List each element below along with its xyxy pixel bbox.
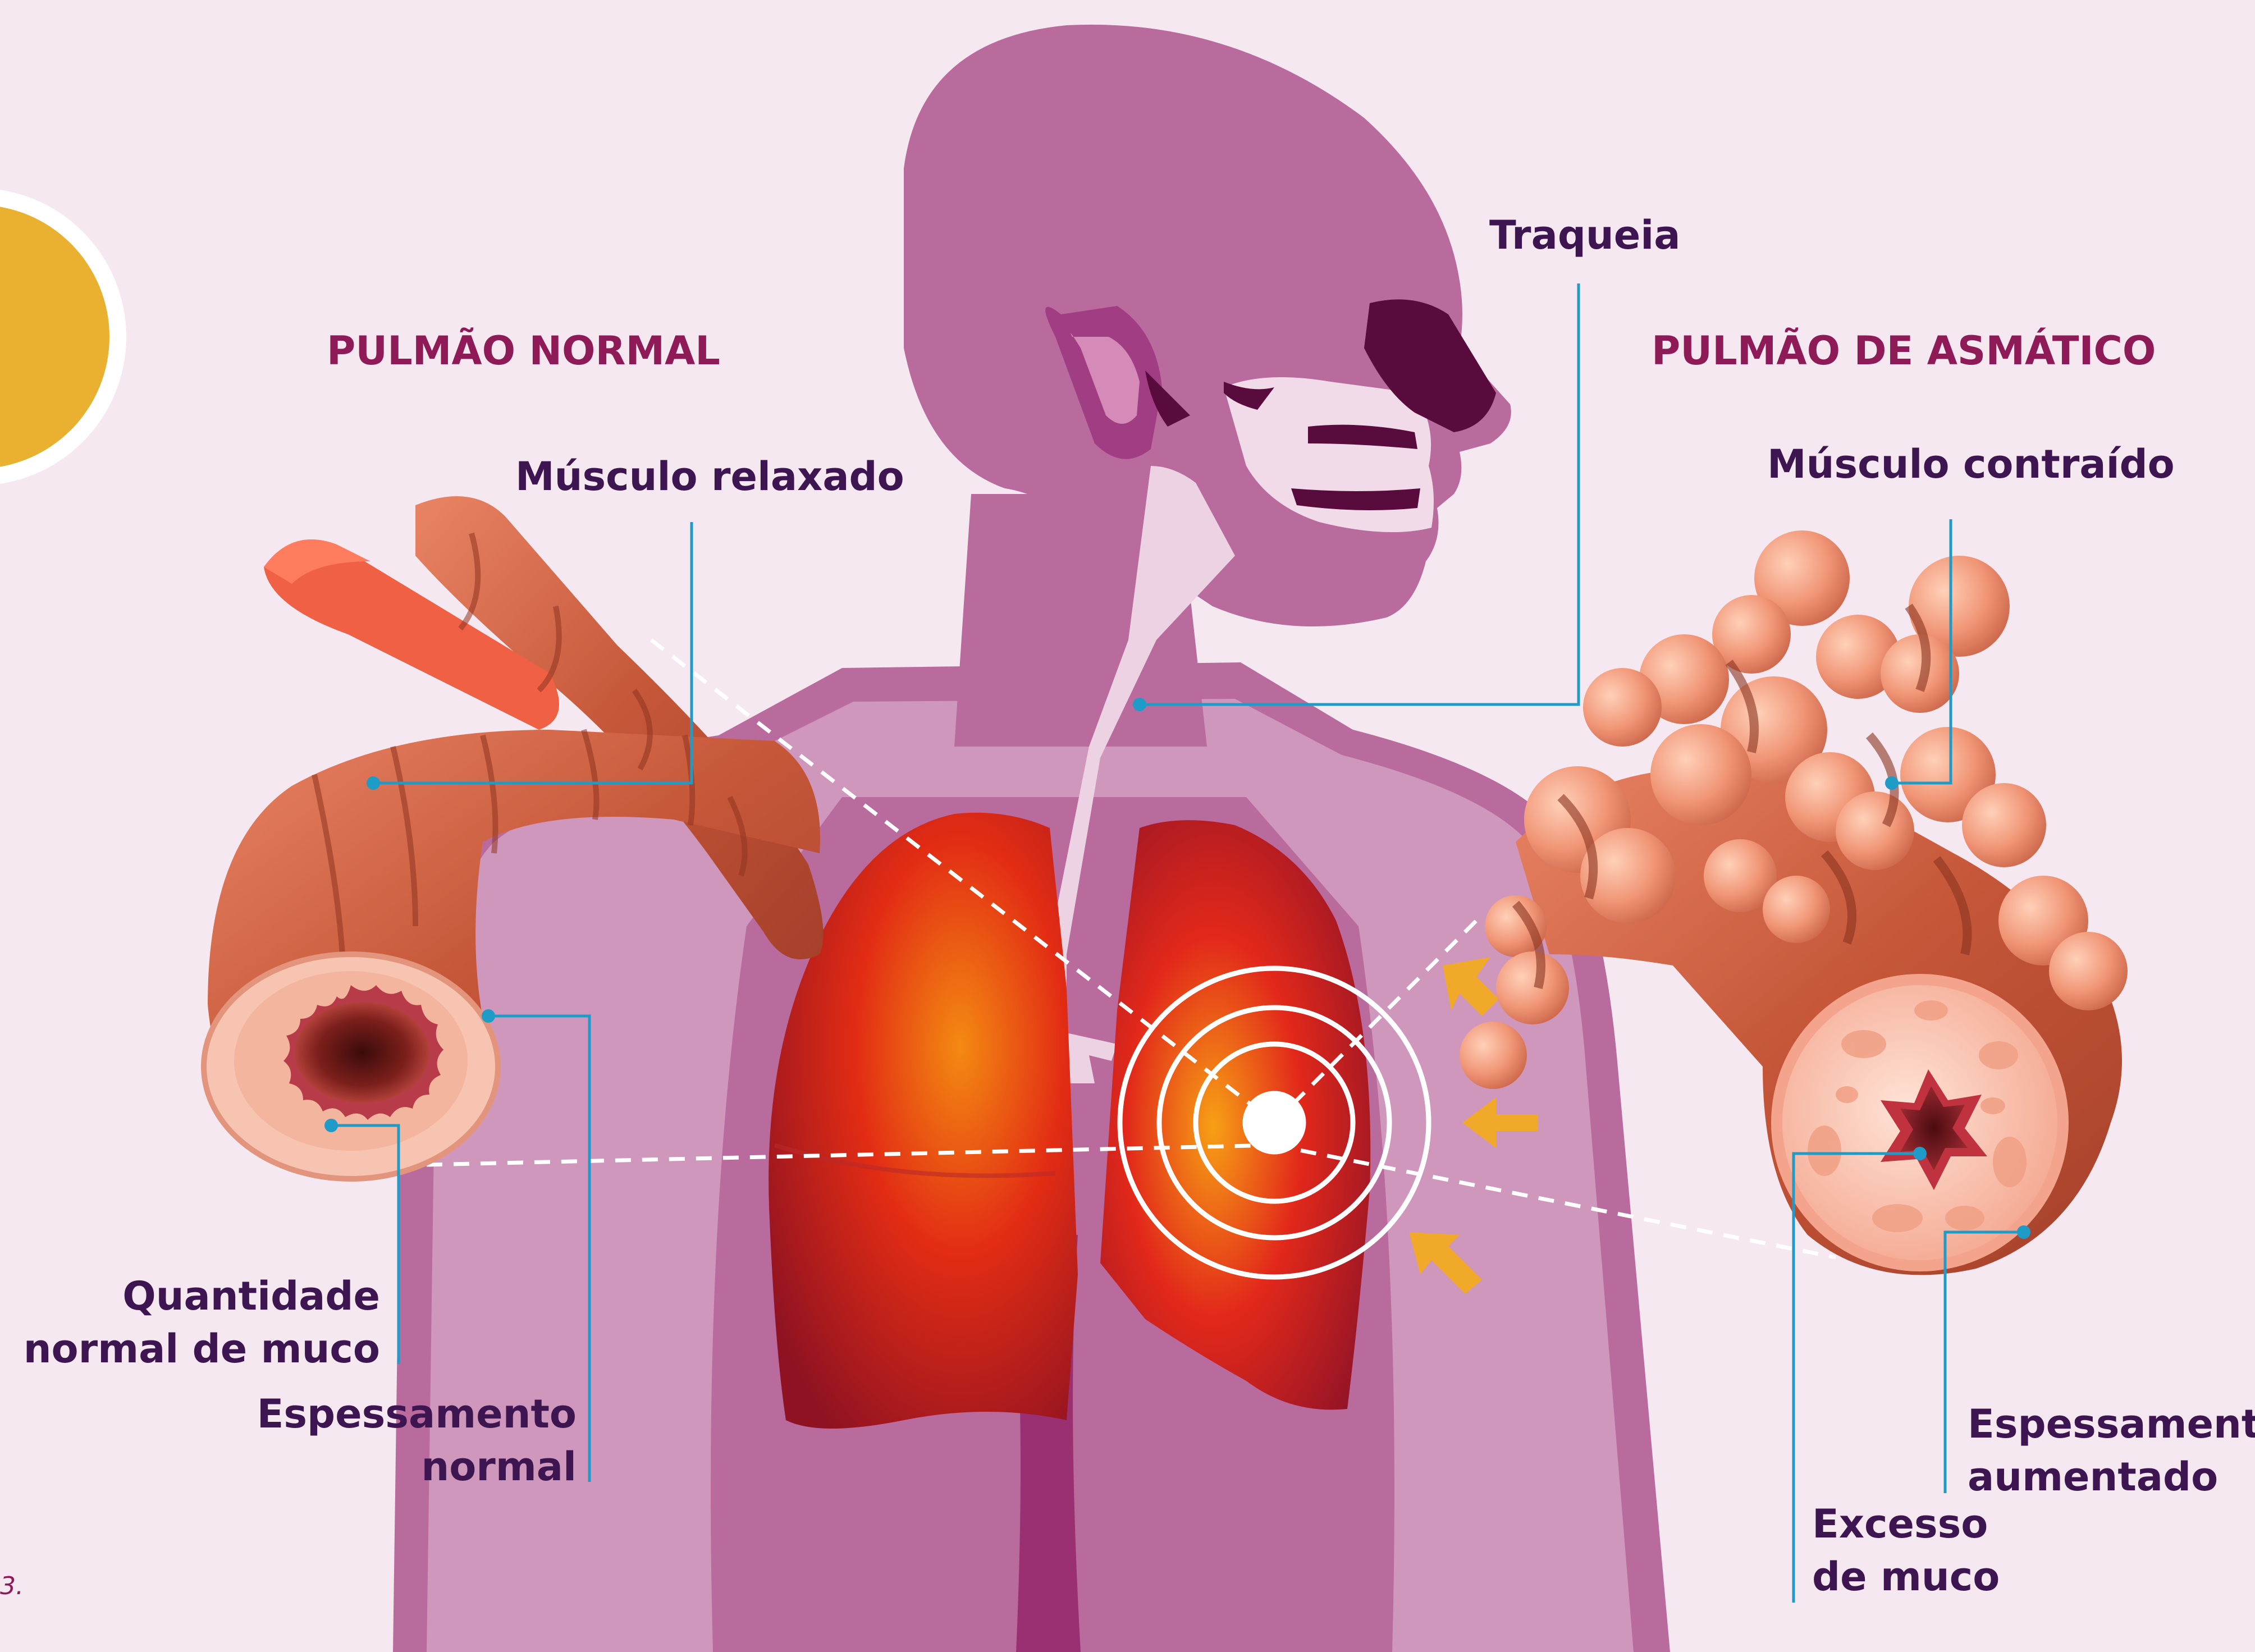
title-asthmatic-lung: PULMÃO DE ASMÁTICO [1652, 326, 2156, 376]
decorative-circle [0, 188, 126, 486]
label-line: Excesso [1812, 1498, 2000, 1550]
label-espessamento-normal: Espessamento normal [257, 1388, 577, 1493]
label-line: de muco [1812, 1550, 2000, 1603]
label-line: Quantidade [24, 1270, 380, 1322]
footnote: 3. [0, 1572, 24, 1600]
label-traqueia: Traqueia [1489, 209, 1680, 262]
label-musculo-relaxado: Músculo relaxado [515, 450, 904, 503]
label-line: Espessamento [257, 1388, 577, 1440]
label-line: Espessamento [1968, 1398, 2255, 1450]
label-espessamento-aumentado: Espessamento aumentado [1968, 1398, 2255, 1503]
label-quantidade-normal-muco: Quantidade normal de muco [24, 1270, 380, 1375]
title-normal-lung: PULMÃO NORMAL [327, 326, 720, 376]
label-line: normal [257, 1440, 577, 1493]
label-line: aumentado [1968, 1450, 2255, 1503]
label-musculo-contraido: Músculo contraído [1767, 438, 2175, 491]
label-line: normal de muco [24, 1322, 380, 1375]
label-excesso-muco: Excesso de muco [1812, 1498, 2000, 1603]
